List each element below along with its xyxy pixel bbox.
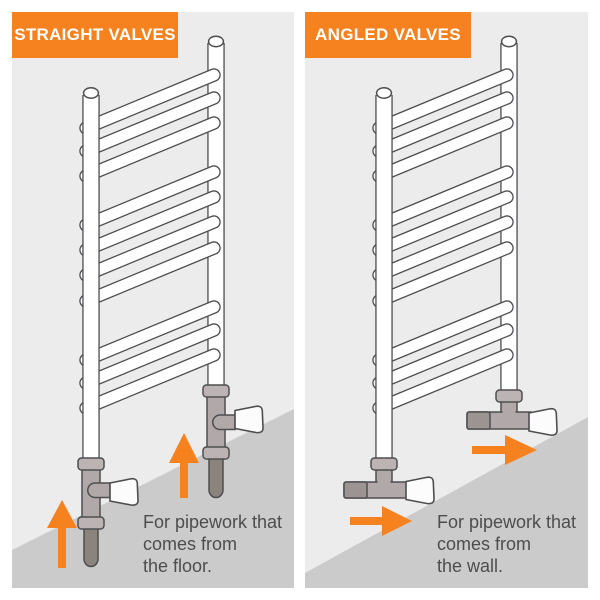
straight-valves-illustration bbox=[12, 35, 294, 588]
floor-pipe bbox=[208, 457, 224, 499]
panel-straight-valves: STRAIGHT VALVES For pipework that comes … bbox=[12, 12, 294, 588]
up-arrow-icon bbox=[47, 500, 77, 568]
caption-line: the floor. bbox=[143, 556, 213, 576]
angled-valve-upper bbox=[466, 389, 558, 436]
wall-pipe-stub bbox=[343, 481, 368, 499]
radiator-rungs bbox=[79, 68, 221, 415]
straight-valve-left bbox=[77, 457, 139, 568]
valve-handle bbox=[234, 405, 264, 434]
caption-line: comes from bbox=[437, 534, 532, 554]
up-arrow-icon bbox=[169, 433, 199, 498]
towel-radiator bbox=[79, 35, 225, 462]
valve-handle bbox=[109, 477, 139, 506]
panel-angled-valves: ANGLED VALVES For pipework that comes fr… bbox=[305, 12, 588, 588]
wall-wedge bbox=[305, 417, 588, 588]
angled-valves-illustration bbox=[305, 35, 588, 588]
caption-line: For pipework that bbox=[143, 512, 283, 532]
straight-valve-right bbox=[202, 384, 264, 499]
towel-radiator bbox=[372, 35, 518, 462]
valve-handle bbox=[405, 476, 435, 505]
angled-valve-lower bbox=[343, 457, 435, 505]
floor-pipe bbox=[83, 527, 99, 568]
right-arrow-icon bbox=[472, 435, 537, 465]
caption-straight: For pipework that comes from the floor. bbox=[143, 511, 282, 577]
right-arrow-icon bbox=[350, 506, 412, 536]
caption-line: For pipework that bbox=[437, 512, 577, 532]
caption-line: comes from bbox=[143, 534, 238, 554]
radiator-rungs bbox=[372, 68, 514, 415]
wall-pipe-stub bbox=[466, 411, 491, 430]
panel-header-angled: ANGLED VALVES bbox=[305, 12, 471, 58]
caption-line: the wall. bbox=[437, 556, 504, 576]
panel-header-straight: STRAIGHT VALVES bbox=[12, 12, 178, 58]
caption-angled: For pipework that comes from the wall. bbox=[437, 511, 576, 577]
valve-handle bbox=[528, 407, 558, 436]
